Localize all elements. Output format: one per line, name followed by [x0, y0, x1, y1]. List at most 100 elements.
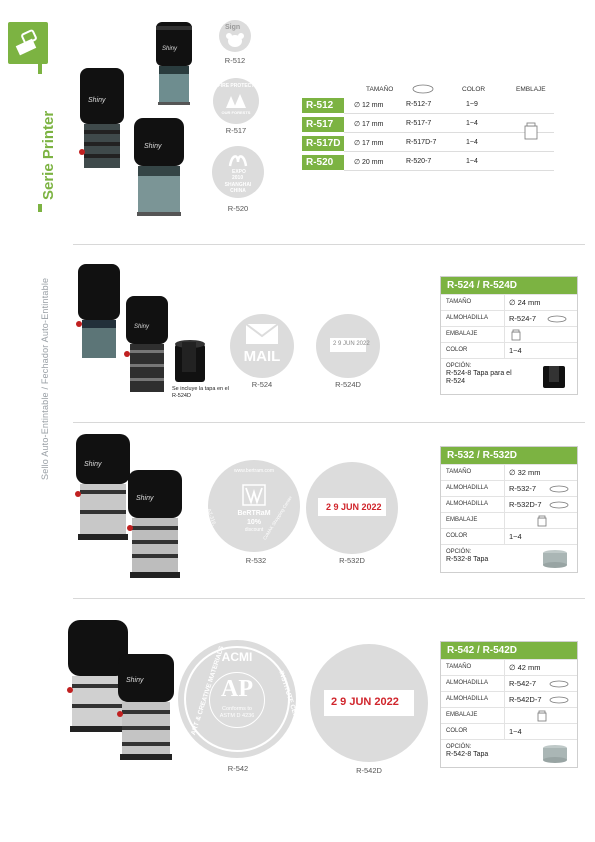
spec-value: R-532D-7	[509, 500, 542, 509]
size-value: ∅ 17 mm	[354, 140, 384, 147]
imprint-r517	[213, 78, 259, 124]
model-name: R-512	[302, 98, 344, 113]
table-row-r512: R-512 ∅ 12 mm R-512-7 1~9	[302, 98, 554, 114]
spec-label: ALMOHADILLA	[446, 501, 489, 507]
table-row-r517: R-517 ∅ 17 mm R-517-7 1~4	[302, 117, 554, 133]
pad-icon	[549, 680, 569, 688]
box-icon	[537, 710, 547, 722]
column-divider	[504, 676, 505, 691]
color-value: 1~9	[466, 101, 478, 108]
table-row-r520: R-520 ∅ 20 mm R-520-7 1~4	[302, 155, 554, 171]
size-value: ∅ 17 mm	[354, 121, 384, 128]
column-divider	[504, 497, 505, 512]
stamp-photo-r524d: Shiny	[124, 296, 168, 392]
spec-value: R-524-7	[509, 314, 537, 323]
color-value: 1~4	[466, 158, 478, 165]
series-title: Serie Printer	[40, 110, 57, 200]
pad-value: R-517-7	[406, 120, 432, 127]
imprint-r532	[208, 460, 300, 552]
spec-label: EMBALAJE	[446, 712, 478, 718]
spec-row-embalaje: EMBALAJE	[441, 326, 577, 342]
seal-discount-word: discount	[244, 527, 264, 533]
caption-r532d: R-532D	[339, 556, 365, 565]
pad-icon	[549, 485, 569, 493]
date-box-r542d	[324, 690, 414, 716]
spec-row-almohadilla: ALMOHADILLA R-532-7	[441, 480, 577, 496]
svg-text:Shiny: Shiny	[144, 143, 162, 150]
stamp-photo-r542d: Shiny	[117, 654, 174, 760]
series-logo	[8, 22, 48, 64]
spec-label: ALMOHADILLA	[446, 315, 489, 321]
caption-r524d: R-524D	[335, 380, 361, 389]
caption-r542d: R-542D	[356, 766, 382, 775]
spec-row-tamano: TAMAÑO ∅ 32 mm	[441, 464, 577, 480]
spec-row-almohadilla: ALMOHADILLA R-542-7	[441, 675, 577, 691]
column-divider	[504, 295, 505, 310]
cap-photo	[175, 340, 205, 382]
svg-text:Shiny: Shiny	[162, 46, 178, 52]
brand-logo-icon	[242, 484, 266, 506]
spec-value: 1~4	[509, 346, 522, 355]
spec-option-value: R-532-8 Tapa	[446, 556, 489, 563]
spec-row-tamano: TAMAÑO ∅ 24 mm	[441, 294, 577, 310]
row-divider	[344, 170, 554, 171]
caption-r532: R-532	[245, 556, 267, 565]
row-divider	[344, 151, 554, 152]
spec-label: TAMAÑO	[446, 664, 472, 670]
forest-icon	[226, 94, 246, 108]
spec-row-color: COLOR 1~4	[441, 342, 577, 358]
spec-box-r532: R-532 / R-532D TAMAÑO ∅ 32 mm ALMOHADILL…	[440, 446, 578, 573]
header-embalaje: EMBLAJE	[516, 86, 546, 93]
row-divider	[344, 113, 554, 114]
spec-label: COLOR	[446, 347, 468, 353]
spec-box-title: R-542 / R-542D	[441, 642, 577, 659]
pad-value: R-517D-7	[406, 139, 437, 146]
series-subtitle: Sello Auto-Entintable / Fechador Auto-En…	[40, 277, 50, 480]
svg-text:Shiny: Shiny	[88, 97, 106, 104]
spec-row-opcion: OPCIÓN: R-542-8 Tapa	[441, 739, 577, 767]
envelope-icon	[245, 323, 279, 344]
stamp-photo-r524	[76, 264, 120, 358]
svg-text:Shiny: Shiny	[126, 677, 144, 684]
spec-label: OPCIÓN:	[446, 363, 472, 369]
spec-row-opcion: OPCIÓN: R-524-8 Tapa para el R-524	[441, 358, 577, 394]
expo-logo-icon	[228, 155, 248, 167]
pad-value: R-520-7	[406, 158, 432, 165]
stamp-photo-r532d: Shiny	[127, 470, 182, 578]
caption-r542: R-542	[227, 764, 249, 773]
stamp-icon	[15, 29, 37, 56]
spec-value: R-542D-7	[509, 695, 542, 704]
spec-label: TAMAÑO	[446, 299, 472, 305]
spec-value: R-532-7	[509, 484, 537, 493]
size-value: ∅ 20 mm	[354, 159, 384, 166]
box-icon	[537, 515, 547, 527]
seal-line2: ASTM D 4236	[219, 713, 255, 719]
seal-url: www.bertram.com	[233, 468, 274, 474]
box-icon	[524, 122, 538, 140]
spec-label: EMBALAJE	[446, 517, 478, 523]
imprint-mail-text: MAIL	[243, 348, 281, 365]
spec-row-embalaje: EMBALAJE	[441, 707, 577, 723]
imprint-r520-city: SHANGHAI	[224, 182, 252, 188]
table-row-r517d: R-517D ∅ 17 mm R-517D-7 1~4	[302, 136, 554, 152]
column-divider	[504, 708, 505, 723]
cap-icon	[543, 550, 567, 568]
cap-note: Se incluye la tapa en el R-524D	[172, 386, 229, 399]
column-divider	[504, 311, 505, 326]
seal-brand: BeRTRaM	[237, 510, 271, 517]
imprint-r517-top: FIRE PROTECT	[217, 83, 255, 89]
spec-value: 1~4	[509, 727, 522, 736]
color-value: 1~4	[466, 139, 478, 146]
spec-row-color: COLOR 1~4	[441, 723, 577, 739]
pad-value: R-512-7	[406, 101, 432, 108]
cap-icon	[543, 745, 567, 763]
header-color: COLOR	[462, 86, 486, 93]
column-divider	[504, 660, 505, 675]
size-value: ∅ 12 mm	[354, 102, 384, 109]
imprint-r520-top: EXPO	[232, 169, 246, 175]
pad-icon	[549, 696, 569, 704]
seal-big-text: AP	[221, 676, 253, 702]
caption-r512: R-512	[224, 56, 246, 65]
spec-label: OPCIÓN:	[446, 744, 472, 750]
spec-box-title: R-532 / R-532D	[441, 447, 577, 464]
